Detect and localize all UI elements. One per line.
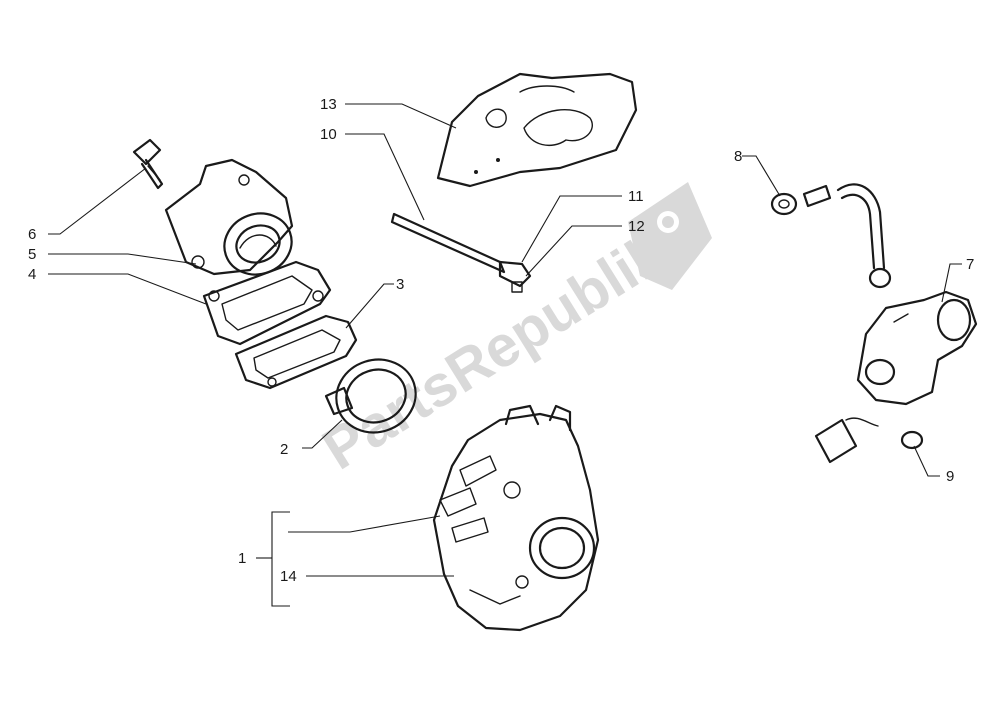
- callout-13: 13: [320, 96, 337, 113]
- callout-labels: 13 10 11 12 8 7 9 6 5 4 3 2 1 14: [28, 96, 974, 585]
- part-13-gasket-plate: [436, 72, 638, 188]
- part-1-carburetor: [432, 404, 600, 632]
- leader-lines: [48, 103, 962, 607]
- callout-1: 1: [238, 550, 246, 567]
- part-3-spacer-gasket: [234, 314, 358, 390]
- part-sensor: [814, 417, 879, 464]
- callout-8: 8: [734, 148, 742, 165]
- part-5-intake-manifold: [164, 158, 294, 276]
- callout-9: 9: [946, 468, 954, 485]
- callout-14: 14: [280, 568, 297, 585]
- callout-10: 10: [320, 126, 337, 143]
- callout-5: 5: [28, 246, 36, 263]
- callout-6: 6: [28, 226, 36, 243]
- callout-12: 12: [628, 218, 645, 235]
- part-2-hose-clamp: [324, 358, 417, 434]
- callout-7: 7: [966, 256, 974, 273]
- part-8-fitting: [770, 184, 832, 216]
- callout-4: 4: [28, 266, 36, 283]
- part-7-thermostat-housing: [856, 290, 978, 406]
- part-4-reed-gasket: [202, 260, 332, 346]
- part-11-12-hose-fitting: [498, 260, 532, 293]
- part-bent-hose: [836, 183, 892, 289]
- part-6-bolt: [132, 138, 164, 190]
- callout-3: 3: [396, 276, 404, 293]
- part-9-screw: [900, 430, 924, 450]
- callout-2: 2: [280, 441, 288, 458]
- part-10-hose: [390, 212, 506, 274]
- watermark-logo-gear-icon: [628, 182, 712, 290]
- callout-11: 11: [628, 188, 644, 205]
